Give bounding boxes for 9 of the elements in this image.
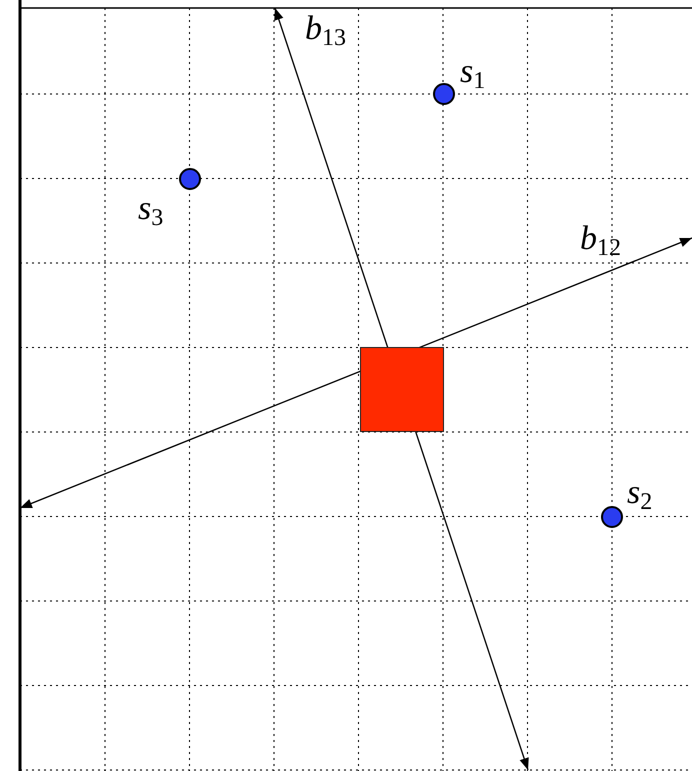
point-label: s$_{3}$ xyxy=(138,192,164,230)
line-label: b$_{12}$ xyxy=(580,222,621,260)
line-label: b$_{13}$ xyxy=(305,12,346,50)
point-marker xyxy=(179,168,201,190)
point-marker xyxy=(601,506,623,528)
square-region xyxy=(360,347,444,432)
point-label: s$_{1}$ xyxy=(460,55,486,93)
point-marker xyxy=(433,83,455,105)
point-label: s$_{2}$ xyxy=(627,476,652,514)
